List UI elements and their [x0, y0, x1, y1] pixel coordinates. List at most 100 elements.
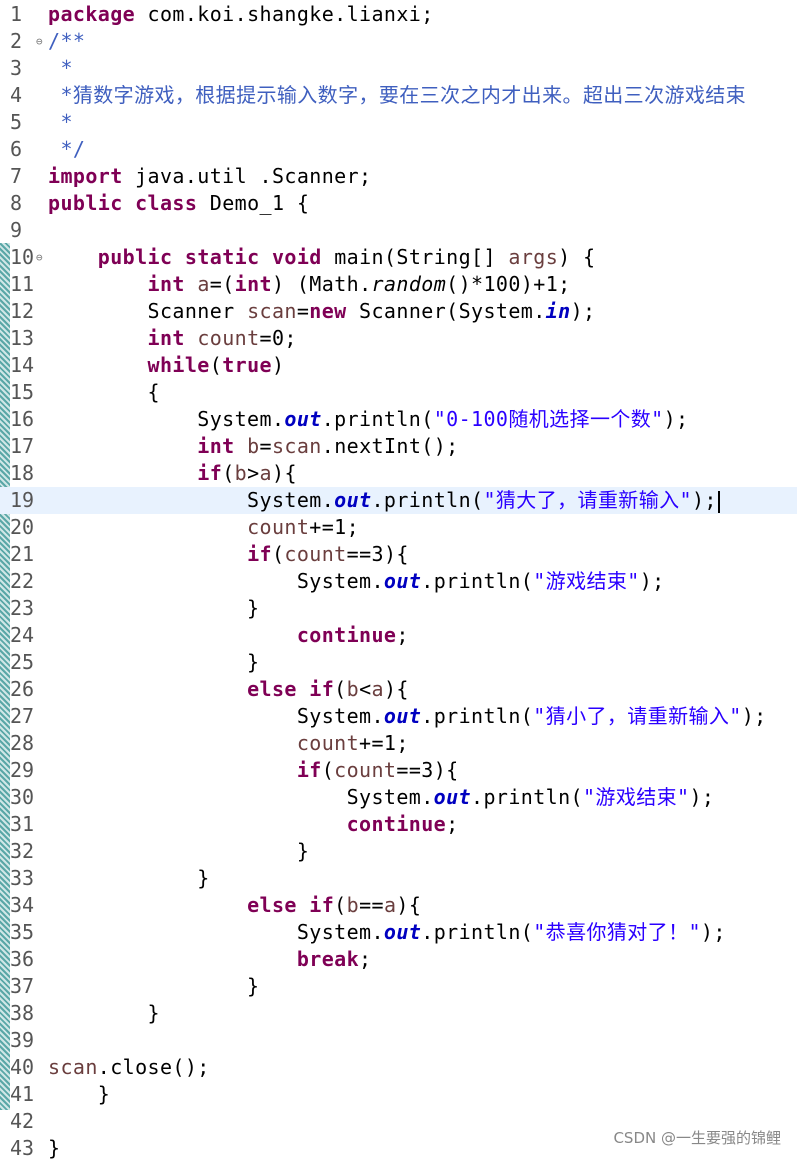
code-line[interactable]: 43} — [0, 1135, 797, 1162]
code-line[interactable]: 11 int a=(int) (Math.random()*100)+1; — [0, 271, 797, 298]
code-token: if — [309, 677, 335, 701]
code-line[interactable]: 9 — [0, 217, 797, 244]
code-line[interactable]: 5 * — [0, 109, 797, 136]
code-line[interactable]: 42 — [0, 1108, 797, 1135]
code-line[interactable]: 17 int b=scan.nextInt(); — [0, 433, 797, 460]
code-text: while(true) — [48, 352, 284, 379]
code-text: } — [48, 1000, 160, 1027]
code-token: out — [383, 920, 422, 944]
code-line[interactable]: 41 } — [0, 1081, 797, 1108]
code-line[interactable]: 16 System.out.println("0-100随机选择一个数"); — [0, 406, 797, 433]
code-token: int — [234, 272, 272, 296]
code-token — [48, 893, 247, 917]
code-text: { — [48, 379, 160, 406]
code-token: System. — [48, 785, 434, 809]
code-line[interactable]: 18 if(b>a){ — [0, 460, 797, 487]
code-token: System. — [48, 488, 335, 512]
code-line[interactable]: 38 } — [0, 1000, 797, 1027]
code-line[interactable]: 33 } — [0, 865, 797, 892]
code-line[interactable]: 25 } — [0, 649, 797, 676]
code-token: "恭喜你猜对了！" — [533, 920, 701, 944]
fold-toggle-icon[interactable]: ⊖ — [36, 35, 43, 48]
code-line[interactable]: 4 *猜数字游戏，根据提示输入数字，要在三次之内才出来。超出三次游戏结束 — [0, 82, 797, 109]
code-line[interactable]: 12 Scanner scan=new Scanner(System.in); — [0, 298, 797, 325]
code-line[interactable]: 19 System.out.println("猜大了，请重新输入"); — [0, 487, 797, 514]
code-token: ==3){ — [346, 542, 409, 566]
code-line[interactable]: 26 else if(b<a){ — [0, 676, 797, 703]
line-number: 29 — [10, 758, 35, 782]
code-token: { — [48, 380, 160, 404]
code-text: System.out.println("0-100随机选择一个数"); — [48, 406, 688, 433]
code-token: scan — [271, 434, 322, 458]
code-token: .println( — [421, 569, 534, 593]
code-line[interactable]: 24 continue; — [0, 622, 797, 649]
code-text: int count=0; — [48, 325, 297, 352]
code-line[interactable]: 13 int count=0; — [0, 325, 797, 352]
code-token: /** — [48, 29, 86, 53]
code-token: java.util .Scanner; — [122, 164, 372, 188]
change-ruler — [0, 243, 10, 1110]
code-token: ); — [700, 920, 726, 944]
code-token — [123, 191, 135, 215]
code-line[interactable]: 23 } — [0, 595, 797, 622]
code-line[interactable]: 20 count+=1; — [0, 514, 797, 541]
code-line[interactable]: 14 while(true) — [0, 352, 797, 379]
code-line[interactable]: 30 System.out.println("游戏结束"); — [0, 784, 797, 811]
code-line[interactable]: 15 { — [0, 379, 797, 406]
code-line[interactable]: 6 */ — [0, 136, 797, 163]
code-token: ); — [689, 785, 715, 809]
code-token: ()*100)+1; — [446, 272, 571, 296]
code-text: package com.koi.shangke.lianxi; — [48, 1, 434, 28]
code-line[interactable]: 22 System.out.println("游戏结束"); — [0, 568, 797, 595]
line-number: 23 — [10, 596, 35, 620]
code-token: ); — [663, 407, 689, 431]
line-number: 41 — [10, 1082, 35, 1106]
code-token: ) (Math. — [271, 272, 372, 296]
code-token — [48, 812, 347, 836]
code-token: else — [247, 893, 297, 917]
code-text: break; — [48, 946, 372, 973]
code-token: } — [48, 974, 260, 998]
code-token: args — [508, 245, 559, 269]
code-token: System. — [48, 569, 384, 593]
code-line[interactable]: 29 if(count==3){ — [0, 757, 797, 784]
code-token: < — [359, 677, 372, 701]
code-token: = — [259, 434, 272, 458]
code-line[interactable]: 28 count+=1; — [0, 730, 797, 757]
code-line[interactable]: 39 — [0, 1027, 797, 1054]
code-line[interactable]: 3 * — [0, 55, 797, 82]
code-text: else if(b<a){ — [48, 676, 409, 703]
code-token: if — [309, 893, 335, 917]
code-line[interactable]: 37 } — [0, 973, 797, 1000]
code-token: ) { — [558, 245, 596, 269]
code-text: } — [48, 1081, 110, 1108]
code-text: } — [48, 649, 260, 676]
code-line[interactable]: 10⊖ public static void main(String[] arg… — [0, 244, 797, 271]
code-line[interactable]: 21 if(count==3){ — [0, 541, 797, 568]
fold-toggle-icon[interactable]: ⊖ — [36, 251, 43, 264]
code-line[interactable]: 31 continue; — [0, 811, 797, 838]
code-line[interactable]: 2⊖/** — [0, 28, 797, 55]
code-line[interactable]: 36 break; — [0, 946, 797, 973]
code-line[interactable]: 27 System.out.println("猜小了，请重新输入"); — [0, 703, 797, 730]
code-token: random — [371, 272, 447, 296]
code-token — [48, 758, 297, 782]
code-text: /** — [48, 28, 85, 55]
code-token: true — [222, 353, 272, 377]
code-line[interactable]: 34 else if(b==a){ — [0, 892, 797, 919]
code-line[interactable]: 32 } — [0, 838, 797, 865]
code-token — [48, 515, 247, 539]
code-token: */ — [48, 137, 86, 161]
code-token: +=1; — [359, 731, 409, 755]
code-token: continue — [346, 812, 447, 836]
line-number: 37 — [10, 974, 35, 998]
code-token — [172, 245, 184, 269]
code-token: b — [346, 677, 360, 701]
code-line[interactable]: 35 System.out.println("恭喜你猜对了！"); — [0, 919, 797, 946]
code-token: ); — [691, 488, 717, 512]
